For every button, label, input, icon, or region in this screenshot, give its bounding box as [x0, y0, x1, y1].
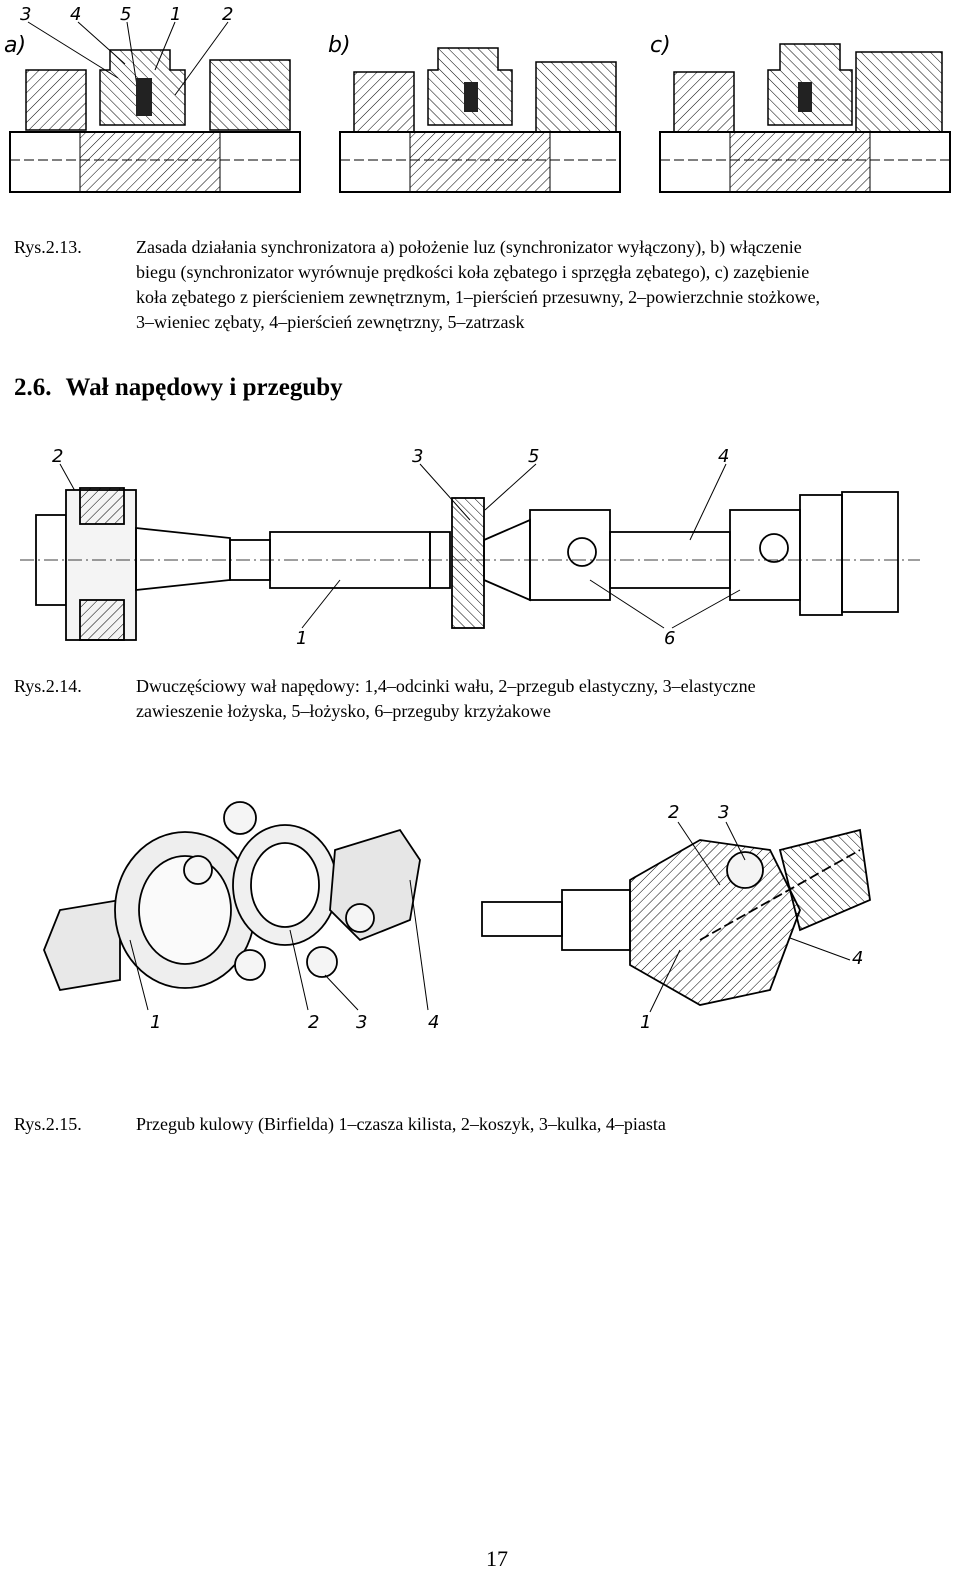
- panel-label-b: b): [328, 33, 351, 58]
- callout-3: 3: [356, 1012, 367, 1033]
- callout-5: 5: [120, 4, 131, 25]
- panel-label-a: a): [4, 33, 26, 58]
- callout-1: 1: [150, 1012, 161, 1033]
- synchronizer-panel-a: [9, 49, 301, 193]
- ball-joint-section: [481, 828, 871, 1006]
- callout-4: 4: [70, 4, 81, 25]
- synchronizer-panel-b: [339, 47, 621, 193]
- section-title: Wał napędowy i przeguby: [65, 374, 343, 401]
- caption-line: Dwuczęściowy wał napędowy: 1,4–odcinki w…: [136, 676, 756, 696]
- section-number: 2.6.: [14, 374, 52, 401]
- ball-joint-figure: 1 2 3 4 2 3 4 1: [43, 801, 871, 1033]
- callout-3: 3: [718, 802, 729, 823]
- caption-label-2-13: Rys.2.13.: [14, 237, 82, 257]
- synchronizer-panel-c: [659, 43, 951, 193]
- caption-label-2-14: Rys.2.14.: [14, 676, 82, 696]
- synchronizer-figure: a) b) c) 3 4 5 1 2: [4, 4, 951, 193]
- caption-line: Zasada działania synchronizatora a) poło…: [136, 237, 802, 257]
- callout-2: 2: [52, 446, 63, 467]
- callout-4: 4: [428, 1012, 439, 1033]
- caption-line: 3–wieniec zębaty, 4–pierścień zewnętrzny…: [136, 312, 525, 332]
- callout-1: 1: [296, 628, 307, 649]
- panel-label-c: c): [650, 33, 671, 58]
- drive-shaft-figure: 2 3 5 4 1 6: [20, 446, 920, 649]
- callout-2: 2: [668, 802, 679, 823]
- callout-2: 2: [308, 1012, 319, 1033]
- caption-line: zawieszenie łożyska, 5–łożysko, 6–przegu…: [136, 701, 551, 721]
- callout-1: 1: [170, 4, 181, 25]
- callout-4: 4: [852, 948, 863, 969]
- callout-3: 3: [20, 4, 31, 25]
- caption-line: Przegub kulowy (Birfielda) 1–czasza kili…: [136, 1114, 666, 1134]
- callout-5: 5: [528, 446, 539, 467]
- callout-1: 1: [640, 1012, 651, 1033]
- callout-4: 4: [718, 446, 729, 467]
- caption-line: biegu (synchronizator wyrównuje prędkośc…: [136, 262, 810, 282]
- ball-joint-exploded: [43, 801, 421, 992]
- callout-2: 2: [222, 4, 233, 25]
- section-heading: 2.6. Wał napędowy i przeguby: [14, 374, 343, 402]
- caption-line: koła zębatego z pierścieniem zewnętrznym…: [136, 287, 821, 307]
- callout-3: 3: [412, 446, 423, 467]
- caption-label-2-15: Rys.2.15.: [14, 1114, 82, 1134]
- page-number: 17: [486, 1546, 508, 1571]
- callout-6: 6: [664, 628, 675, 649]
